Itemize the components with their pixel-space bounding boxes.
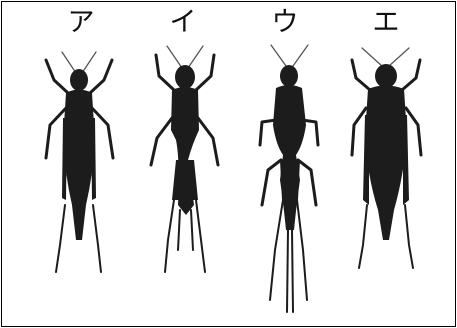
grasshopper-i-icon	[151, 46, 218, 272]
grasshopper-e-icon	[352, 48, 421, 268]
grasshopper-a-icon	[46, 52, 113, 272]
grasshopper-u-icon	[260, 45, 318, 312]
